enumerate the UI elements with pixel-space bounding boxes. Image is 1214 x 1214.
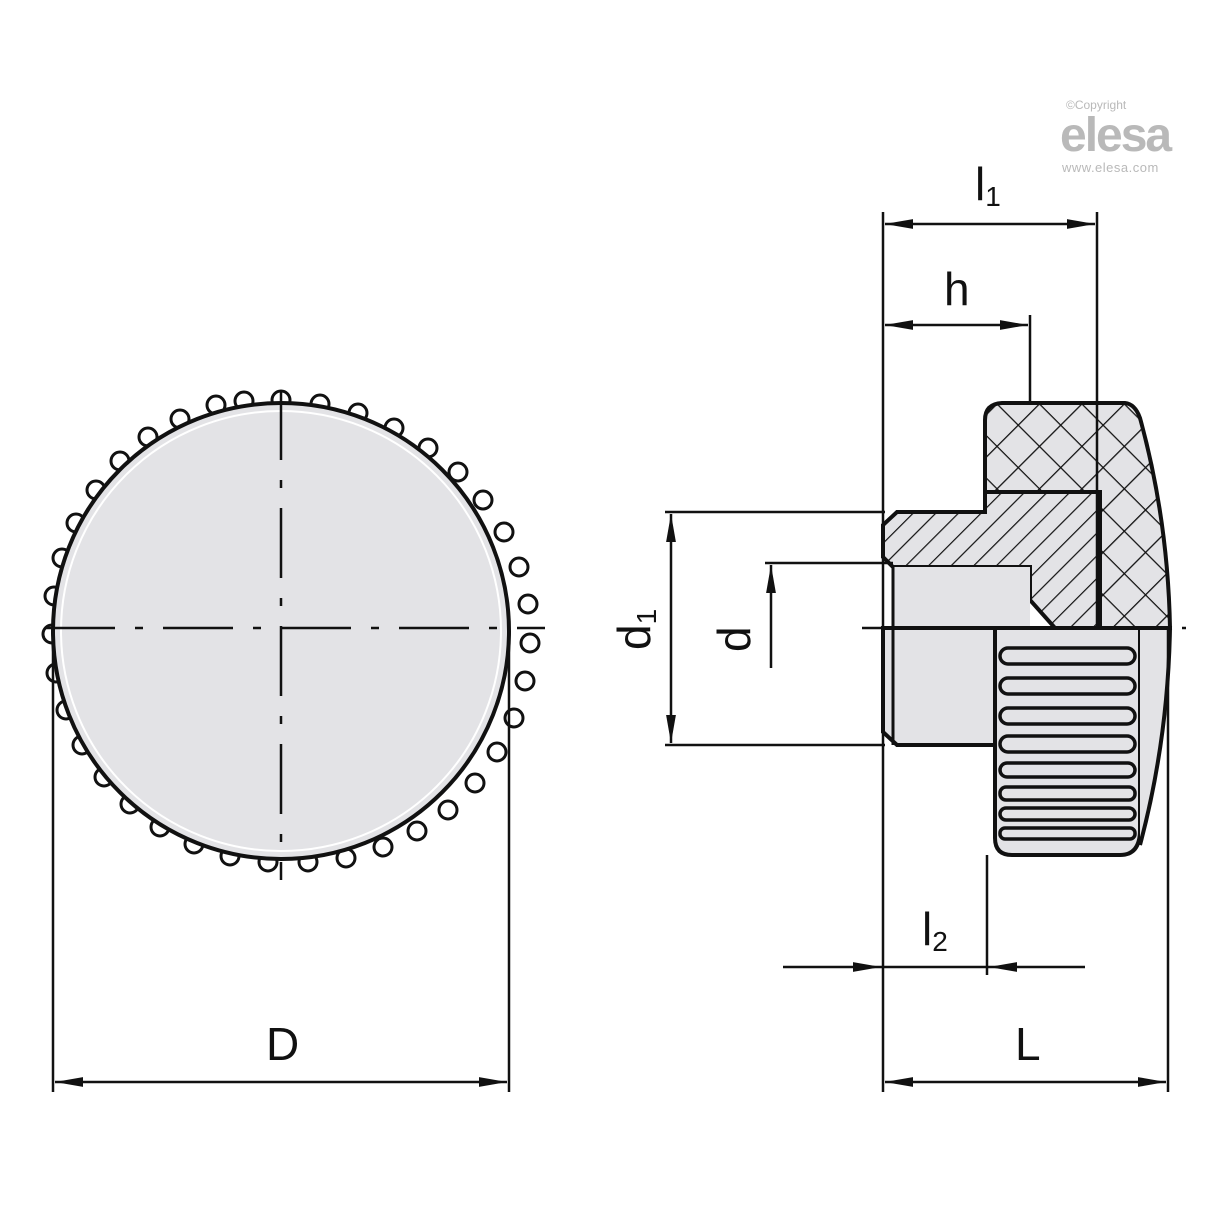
elesa-logo: elesa	[1060, 109, 1172, 162]
dimension-D	[51, 640, 511, 1092]
hub-exterior	[881, 626, 997, 747]
label-D: D	[266, 1018, 299, 1070]
label-l1: l1	[975, 158, 1001, 212]
section-view: l1 h d1 d l2 L	[608, 158, 1186, 1092]
copyright-text: ©Copyright	[1066, 98, 1127, 112]
front-view: D	[41, 389, 545, 1092]
bore	[893, 567, 1030, 628]
grip-ribs	[998, 646, 1137, 841]
grip-profile-curve	[1138, 626, 1173, 846]
label-L: L	[1015, 1018, 1041, 1070]
center-lines	[45, 390, 545, 880]
label-l2: l2	[922, 903, 948, 957]
label-d: d	[708, 626, 760, 652]
elesa-watermark: ©Copyright elesa www.elesa.com	[1044, 98, 1204, 175]
grip-section-crosshatch	[983, 401, 1173, 630]
label-h: h	[944, 263, 970, 315]
extension-lines	[665, 212, 1170, 1092]
elesa-url: www.elesa.com	[1062, 160, 1159, 175]
label-d1: d1	[608, 609, 662, 650]
